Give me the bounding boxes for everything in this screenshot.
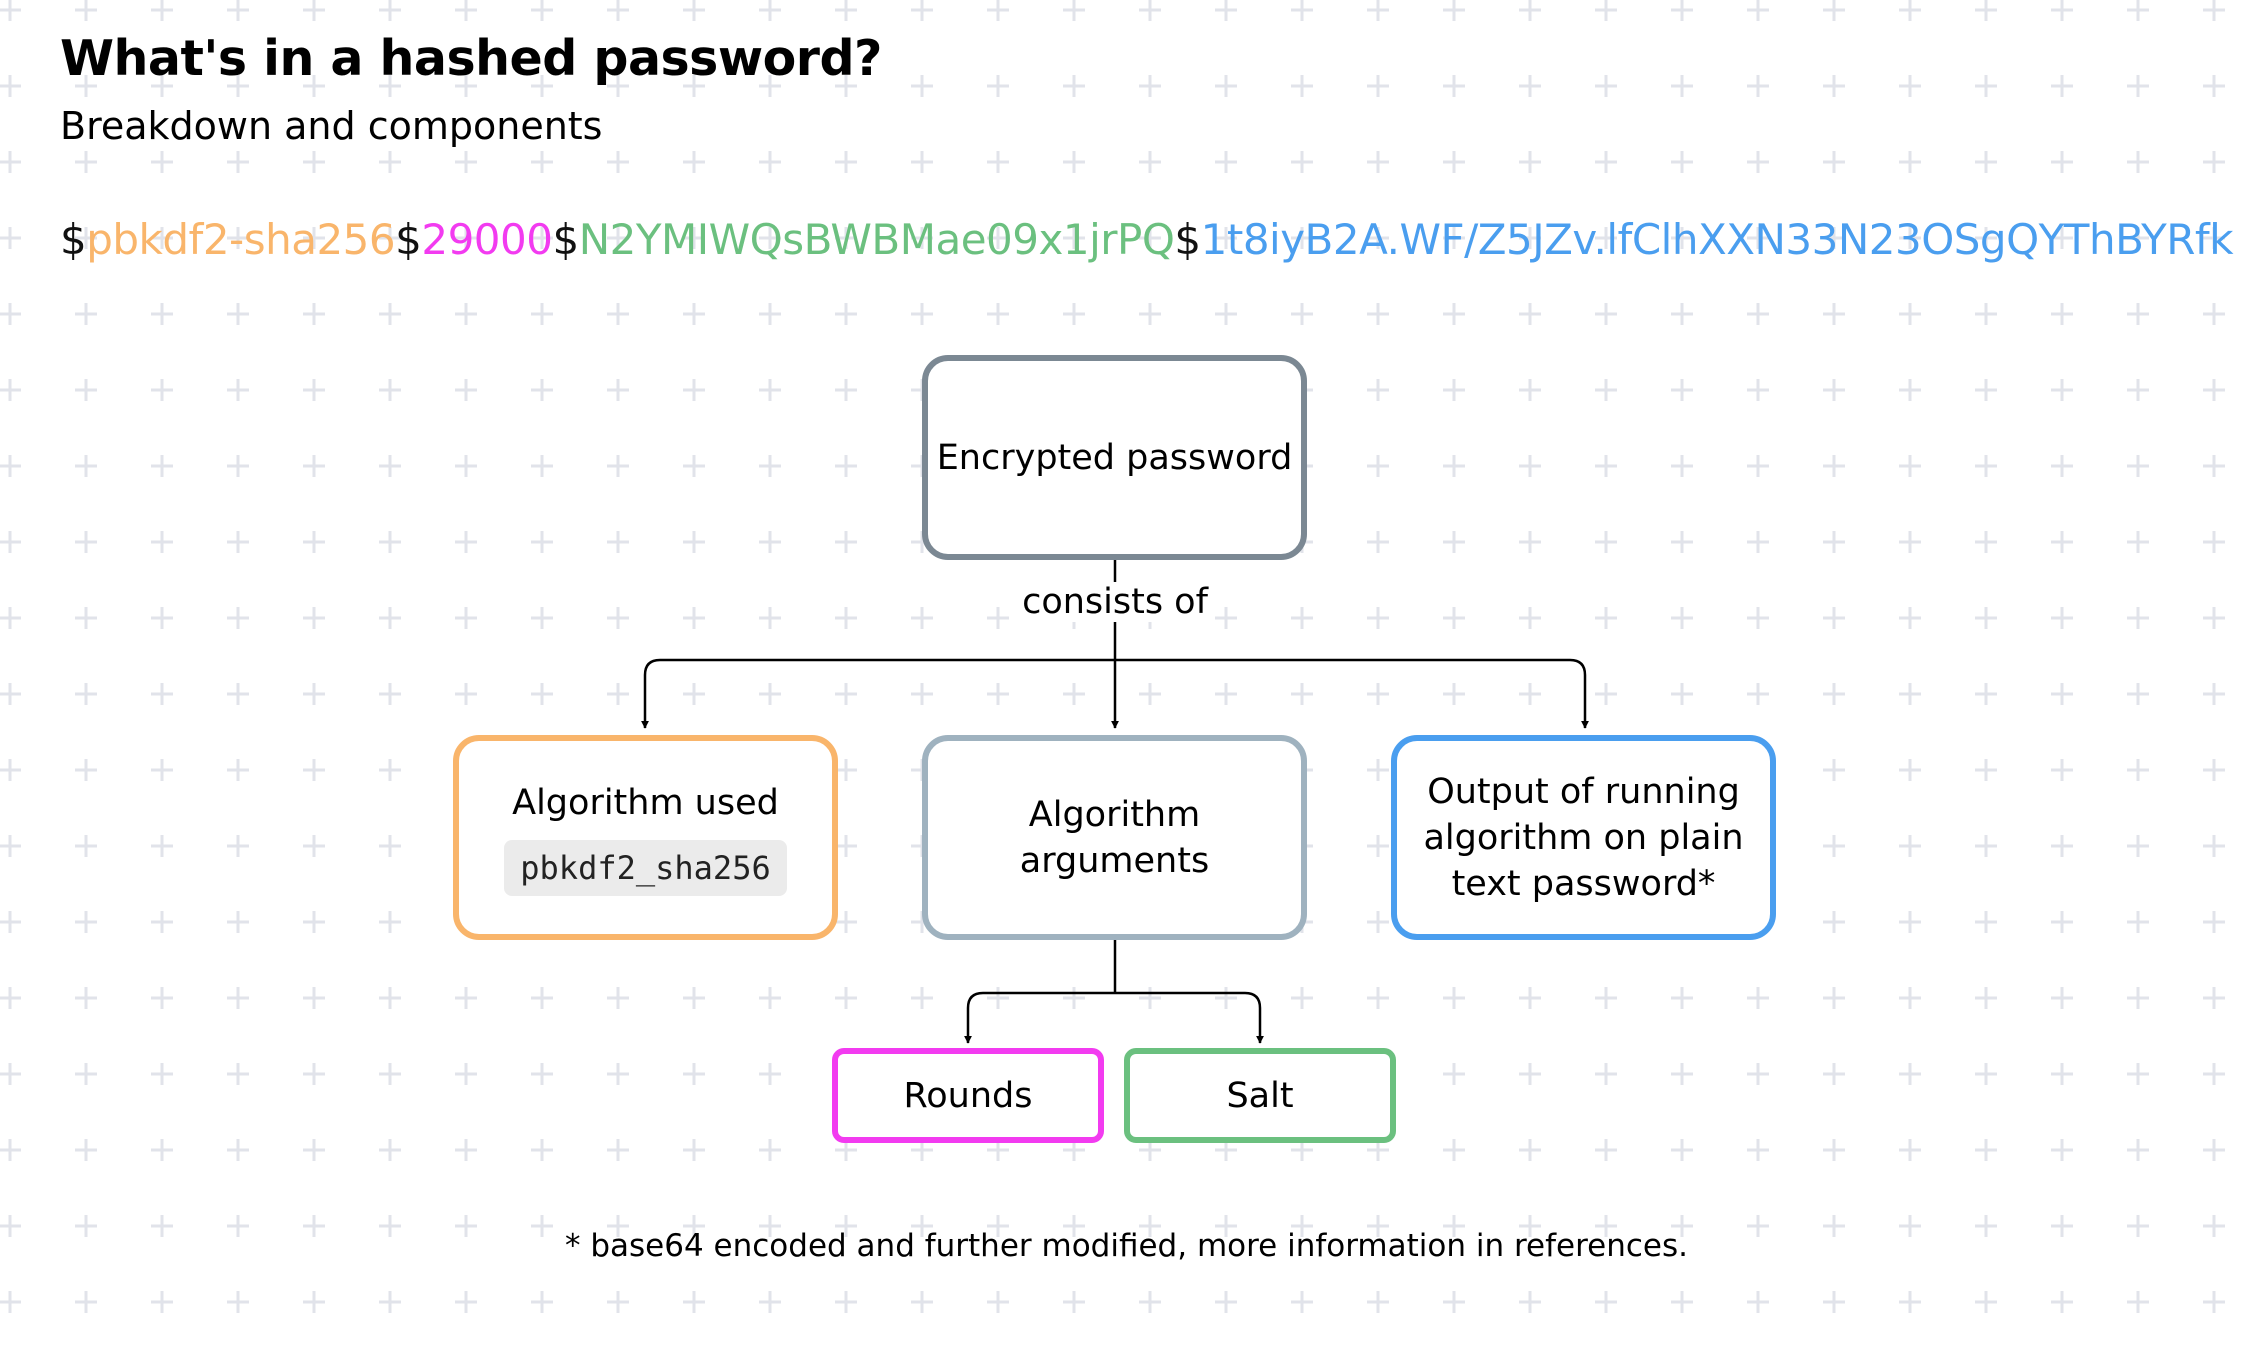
hash-separator: $ [1174, 215, 1201, 264]
output-node: Output of running algorithm on plain tex… [1391, 735, 1776, 940]
connector-to-output [1115, 658, 1589, 729]
connector-to-salt [1115, 991, 1264, 1044]
hash-separator: $ [552, 215, 579, 264]
hash-separator: $ [60, 215, 87, 264]
hash-rounds-part: 29000 [421, 215, 553, 264]
hashed-password-string: $pbkdf2-sha256$29000$N2YMIWQsBWBMae09x1j… [60, 215, 2234, 264]
algorithm-used-node: Algorithm used pbkdf2_sha256 [453, 735, 838, 940]
output-label: Output of running algorithm on plain tex… [1423, 771, 1744, 904]
encrypted-password-label: Encrypted password [936, 437, 1293, 478]
consists-of-label: consists of [1016, 582, 1214, 622]
hash-salt-part: N2YMIWQsBWBMae09x1jrPQ [578, 215, 1175, 264]
hash-algorithm-part: pbkdf2-sha256 [86, 215, 396, 264]
hash-output-part: 1t8iyB2A.WF/Z5JZv.lfClhXXN33N23OSgQYThBY… [1200, 215, 2234, 264]
salt-node: Salt [1124, 1048, 1396, 1143]
rounds-node: Rounds [832, 1048, 1104, 1143]
algorithm-code-snippet: pbkdf2_sha256 [504, 839, 787, 896]
page-subtitle: Breakdown and components [60, 104, 603, 148]
page-title: What's in a hashed password? [60, 30, 882, 87]
salt-label: Salt [1226, 1075, 1294, 1116]
encrypted-password-node: Encrypted password [922, 355, 1307, 560]
algorithm-used-label: Algorithm used [512, 782, 779, 823]
hash-separator: $ [395, 215, 422, 264]
footnote: * base64 encoded and further modified, m… [564, 1228, 1689, 1264]
connector-to-rounds [964, 991, 1115, 1044]
algorithm-arguments-label: Algorithm arguments [1019, 794, 1210, 881]
connector-to-algorithm [641, 658, 1115, 729]
rounds-label: Rounds [903, 1075, 1033, 1116]
algorithm-arguments-node: Algorithm arguments [922, 735, 1307, 940]
